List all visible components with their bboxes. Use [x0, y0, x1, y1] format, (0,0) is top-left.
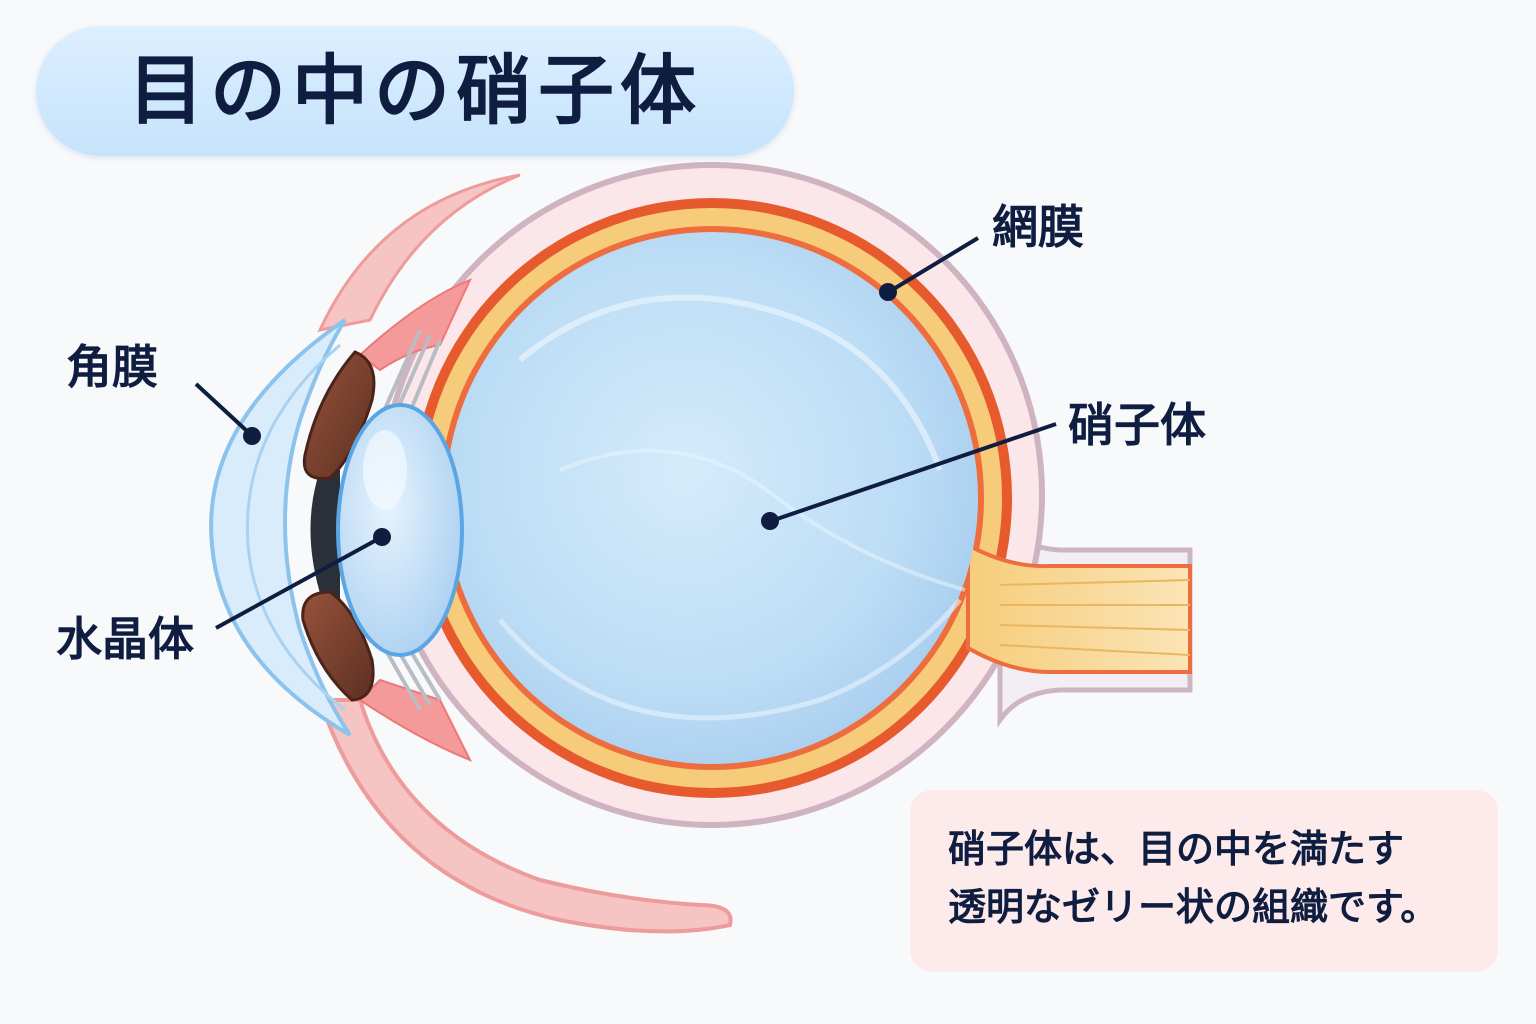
vitreous-body: [446, 232, 978, 764]
title-banner: 目の中の硝子体: [36, 26, 794, 156]
optic-nerve-fiber: [999, 624, 1191, 631]
label-retina: 網膜: [992, 200, 1084, 254]
ciliary-body-lower: [358, 678, 473, 762]
optic-nerve-fiber: [999, 644, 1191, 656]
page-title: 目の中の硝子体: [128, 46, 702, 135]
iris-lower: [301, 590, 375, 702]
description-line-1: 硝子体は、目の中を満たす: [948, 827, 1405, 871]
optic-nerve-fiber: [999, 579, 1191, 586]
description-line-2: 透明なゼリー状の組織です。: [948, 885, 1439, 929]
vitreous-swirl: [559, 448, 966, 592]
leader-dot-cornea: [243, 427, 261, 445]
leader-line-retina: [890, 236, 980, 292]
label-cornea: 角膜: [66, 340, 158, 394]
label-vitreous: 硝子体: [1068, 398, 1206, 452]
leader-line-lens: [215, 536, 381, 630]
pupil: [310, 470, 340, 600]
cornea-inner: [245, 343, 346, 712]
description-box: 硝子体は、目の中を満たす 透明なゼリー状の組織です。: [910, 790, 1498, 972]
vitreous-swirl: [498, 598, 962, 721]
zonule-fiber: [408, 648, 442, 702]
iris-upper: [302, 350, 376, 481]
optic-nerve: [966, 541, 1192, 674]
conjunctiva-upper: [317, 173, 521, 333]
lens-highlight: [363, 430, 407, 510]
leader-dot-retina: [879, 283, 897, 301]
ciliary-body-upper: [358, 278, 472, 372]
leader-line-vitreous: [773, 422, 1057, 522]
leader-line-cornea: [194, 382, 250, 434]
leader-dot-lens: [373, 528, 391, 546]
vitreous-swirl: [518, 294, 943, 472]
label-lens: 水晶体: [56, 612, 194, 666]
leader-dot-vitreous: [761, 512, 779, 530]
zonule-fiber: [393, 334, 432, 416]
zonule-fiber: [378, 329, 422, 421]
zonule-fiber: [408, 339, 442, 413]
cornea: [209, 318, 352, 737]
conjunctiva-lower: [317, 698, 733, 934]
